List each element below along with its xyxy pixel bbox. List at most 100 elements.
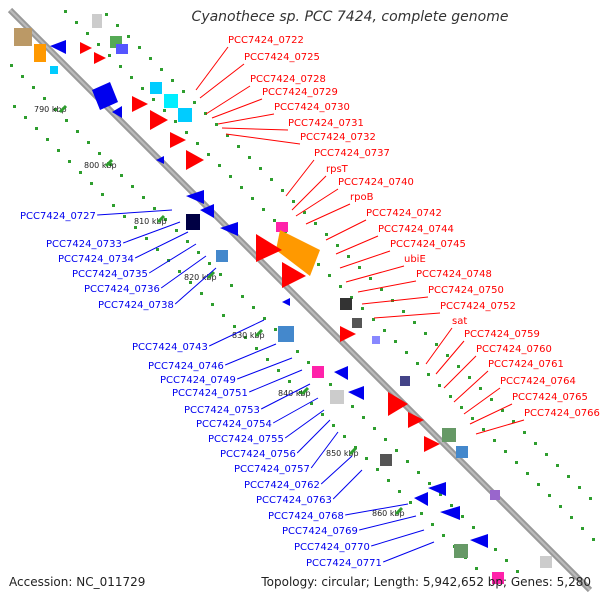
gene-feature[interactable] [442, 428, 456, 442]
right-gene-label[interactable]: PCC7424_0761 [488, 359, 564, 370]
right-gene-label[interactable]: PCC7424_0732 [300, 132, 376, 143]
gene-feature[interactable] [80, 42, 92, 54]
gene-feature[interactable] [454, 544, 468, 558]
gene-feature[interactable] [34, 44, 46, 62]
left-gene-label[interactable]: PCC7424_0727 [20, 211, 96, 222]
left-gene-label[interactable]: PCC7424_0738 [98, 300, 174, 311]
right-gene-label[interactable]: PCC7424_0725 [244, 52, 320, 63]
right-gene-label[interactable]: PCC7424_0731 [288, 118, 364, 129]
left-gene-label[interactable]: PCC7424_0763 [256, 495, 332, 506]
gene-feature[interactable] [132, 96, 148, 112]
gene-feature[interactable] [470, 534, 488, 548]
kbp-tick-label[interactable]: 810 kbp [134, 217, 167, 226]
left-gene-label[interactable]: PCC7424_0736 [84, 284, 160, 295]
right-gene-label[interactable]: PCC7424_0740 [338, 177, 414, 188]
right-gene-label[interactable]: ubiE [404, 254, 426, 265]
gene-feature[interactable] [92, 82, 118, 110]
gene-feature[interactable] [112, 106, 122, 118]
gene-feature[interactable] [256, 234, 282, 262]
gene-feature[interactable] [50, 66, 58, 74]
left-gene-label[interactable]: PCC7424_0753 [184, 405, 260, 416]
right-gene-label[interactable]: PCC7424_0748 [416, 269, 492, 280]
kbp-tick-label[interactable]: 860 kbp [372, 509, 405, 518]
gene-feature[interactable] [186, 214, 200, 230]
kbp-tick-label[interactable]: 830 kbp [232, 331, 265, 340]
right-gene-label[interactable]: PCC7424_0744 [378, 224, 454, 235]
right-gene-label[interactable]: PCC7424_0764 [500, 376, 576, 387]
left-gene-label[interactable]: PCC7424_0754 [196, 419, 272, 430]
right-gene-label[interactable]: PCC7424_0760 [476, 344, 552, 355]
gene-feature[interactable] [50, 40, 66, 54]
gene-feature[interactable] [540, 556, 552, 568]
gene-feature[interactable] [312, 366, 324, 378]
gene-feature[interactable] [186, 150, 204, 170]
gene-feature[interactable] [278, 326, 294, 342]
gene-feature[interactable] [408, 412, 424, 428]
right-gene-label[interactable]: PCC7424_0745 [390, 239, 466, 250]
gene-feature[interactable] [276, 222, 288, 232]
left-gene-label[interactable]: PCC7424_0771 [306, 558, 382, 569]
left-gene-label[interactable]: PCC7424_0746 [148, 361, 224, 372]
gene-feature[interactable] [92, 14, 102, 28]
left-gene-label[interactable]: PCC7424_0735 [72, 269, 148, 280]
gene-feature[interactable] [14, 28, 32, 46]
gene-feature[interactable] [492, 572, 504, 584]
gene-feature[interactable] [276, 230, 320, 276]
gene-feature[interactable] [282, 262, 306, 288]
gene-feature[interactable] [200, 204, 214, 218]
left-gene-label[interactable]: PCC7424_0734 [58, 254, 134, 265]
right-gene-label[interactable]: PCC7424_0728 [250, 74, 326, 85]
kbp-tick-label[interactable]: 790 kbp [34, 105, 67, 114]
gene-feature[interactable] [400, 376, 410, 386]
left-gene-label[interactable]: PCC7424_0743 [132, 342, 208, 353]
left-gene-label[interactable]: PCC7424_0733 [46, 239, 122, 250]
right-gene-label[interactable]: PCC7424_0722 [228, 35, 304, 46]
right-gene-label[interactable]: PCC7424_0737 [314, 148, 390, 159]
right-gene-label[interactable]: rpoB [350, 192, 374, 203]
right-gene-label[interactable]: rpsT [326, 164, 349, 175]
kbp-tick-label[interactable]: 820 kbp [184, 273, 217, 282]
left-gene-label[interactable]: PCC7424_0756 [220, 449, 296, 460]
right-gene-label[interactable]: PCC7424_0766 [524, 408, 600, 419]
kbp-tick-label[interactable]: 800 kbp [84, 161, 117, 170]
right-gene-label[interactable]: sat [452, 316, 467, 327]
gene-feature[interactable] [216, 250, 228, 262]
gene-feature[interactable] [94, 52, 106, 64]
gene-feature[interactable] [170, 132, 186, 148]
right-gene-label[interactable]: PCC7424_0730 [274, 102, 350, 113]
right-gene-label[interactable]: PCC7424_0750 [428, 285, 504, 296]
right-gene-label[interactable]: PCC7424_0752 [440, 301, 516, 312]
gene-feature[interactable] [186, 190, 204, 204]
kbp-tick-label[interactable]: 850 kbp [326, 449, 359, 458]
gene-feature[interactable] [348, 386, 364, 400]
left-gene-label[interactable]: PCC7424_0762 [244, 480, 320, 491]
left-gene-label[interactable]: PCC7424_0770 [294, 542, 370, 553]
left-gene-label[interactable]: PCC7424_0768 [268, 511, 344, 522]
gene-feature[interactable] [388, 392, 408, 416]
gene-feature[interactable] [156, 156, 164, 164]
gene-feature[interactable] [334, 366, 348, 380]
left-gene-label[interactable]: PCC7424_0749 [160, 375, 236, 386]
gene-feature[interactable] [428, 482, 446, 496]
gene-feature[interactable] [282, 298, 290, 306]
gene-feature[interactable] [490, 490, 500, 500]
gene-feature[interactable] [340, 326, 356, 342]
gene-feature[interactable] [424, 436, 440, 452]
gene-feature[interactable] [440, 506, 460, 520]
gene-feature[interactable] [340, 298, 352, 310]
gene-feature[interactable] [150, 82, 162, 94]
gene-feature[interactable] [150, 110, 168, 130]
left-gene-label[interactable]: PCC7424_0755 [208, 434, 284, 445]
left-gene-label[interactable]: PCC7424_0769 [282, 526, 358, 537]
left-gene-label[interactable]: PCC7424_0757 [234, 464, 310, 475]
right-gene-label[interactable]: PCC7424_0742 [366, 208, 442, 219]
gene-feature[interactable] [178, 108, 192, 122]
gene-feature[interactable] [380, 454, 392, 466]
right-gene-label[interactable]: PCC7424_0765 [512, 392, 588, 403]
gene-feature[interactable] [372, 336, 380, 344]
gene-feature[interactable] [116, 44, 128, 54]
right-gene-label[interactable]: PCC7424_0759 [464, 329, 540, 340]
gene-feature[interactable] [330, 390, 344, 404]
gene-feature[interactable] [220, 222, 238, 236]
gene-feature[interactable] [456, 446, 468, 458]
